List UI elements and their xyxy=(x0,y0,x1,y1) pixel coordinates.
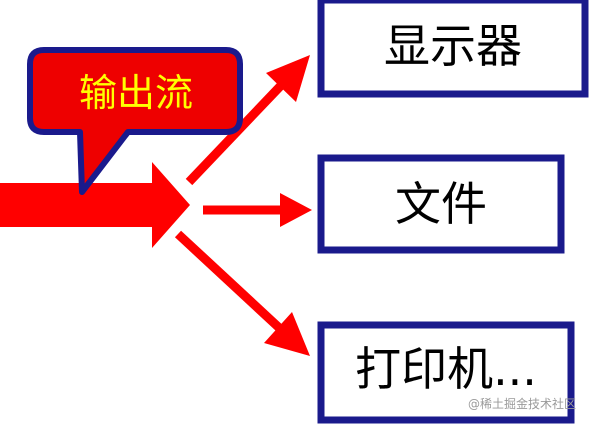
watermark-text: @稀土掘金技术社区 xyxy=(468,396,576,411)
output-stream-callout: 输出流 xyxy=(27,47,243,195)
display-label: 显示器 xyxy=(384,19,522,73)
display-box: 显示器 xyxy=(317,0,589,98)
file-box: 文件 xyxy=(317,154,565,254)
arrow-to-file xyxy=(203,193,312,227)
callout-label: 输出流 xyxy=(79,71,193,115)
printer-label: 打印机... xyxy=(355,342,537,396)
arrow-to-printer xyxy=(174,230,310,356)
file-label: 文件 xyxy=(395,177,487,231)
main-stream-arrow xyxy=(0,162,190,248)
printer-box: 打印机... xyxy=(317,321,575,424)
